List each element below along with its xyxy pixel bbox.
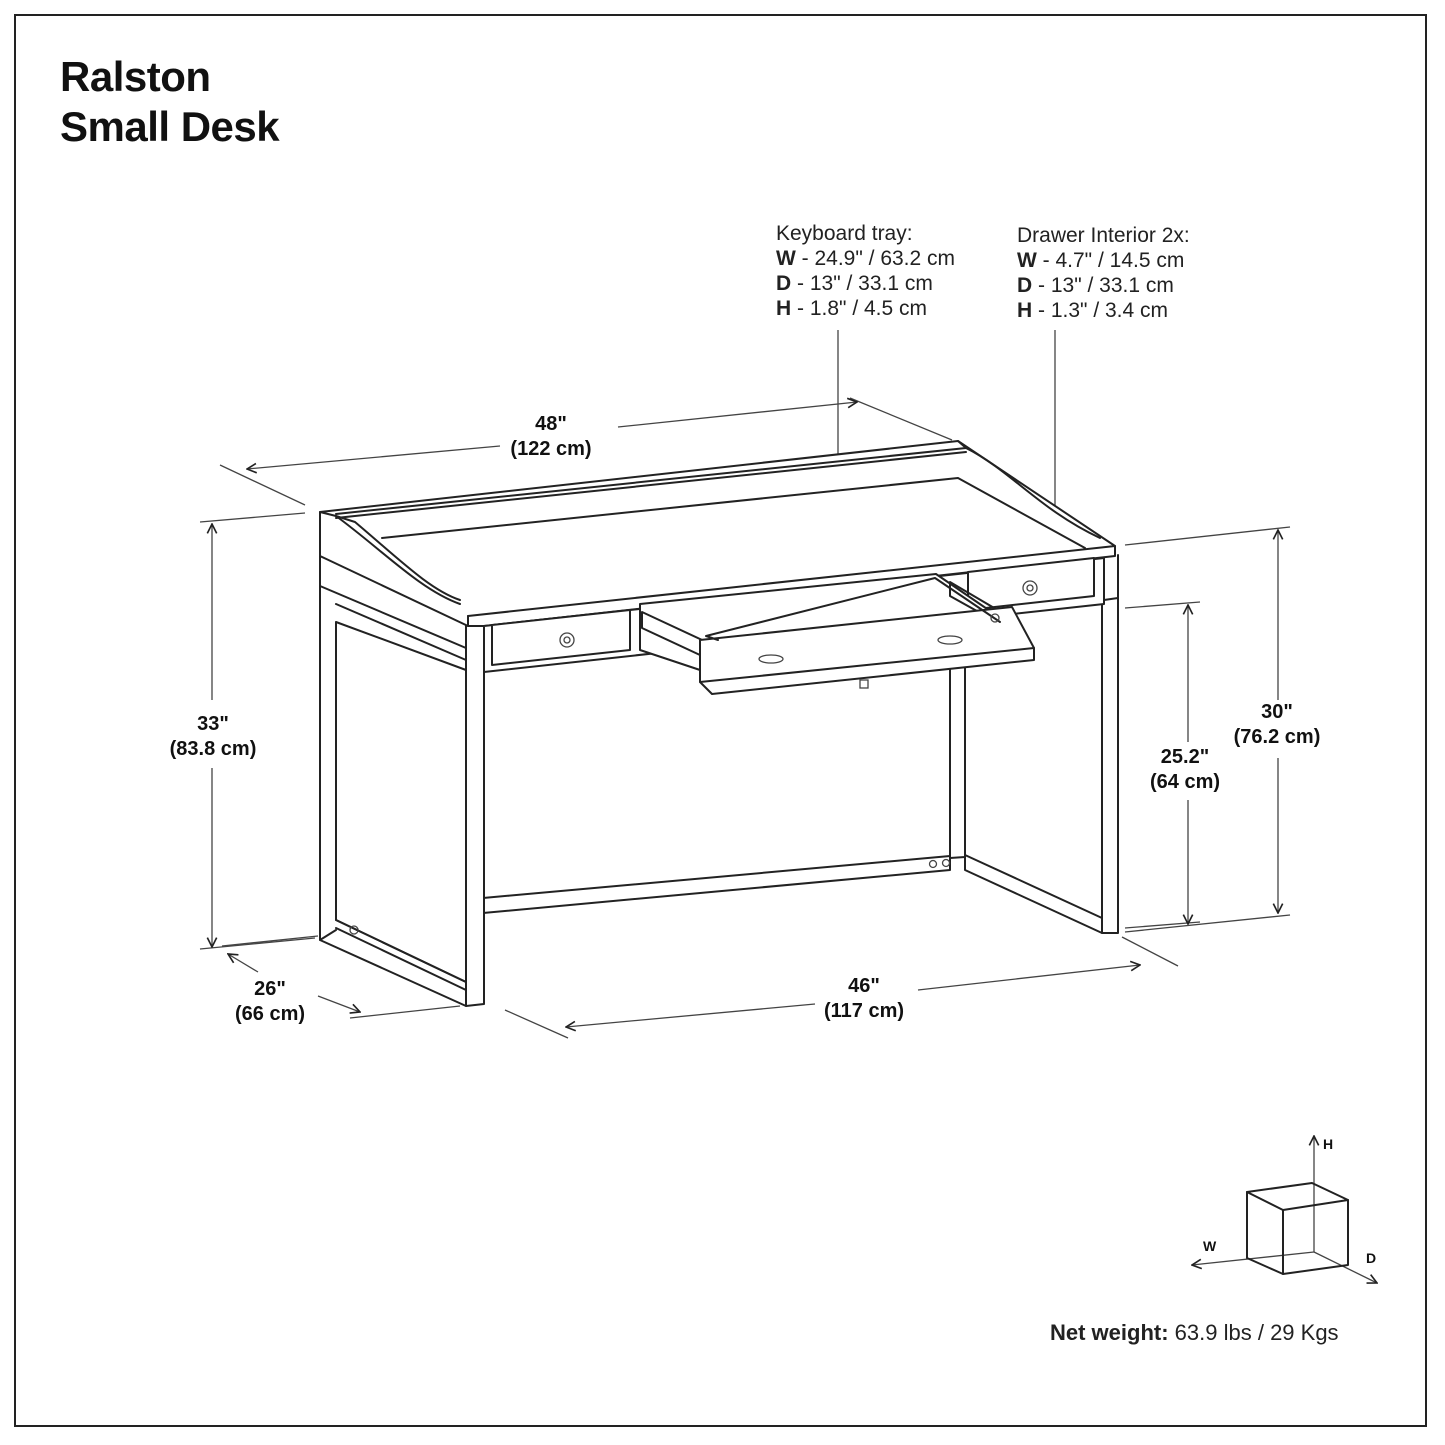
dimension-metric: (122 cm) [510, 438, 592, 460]
product-title: Ralston Small Desk [60, 52, 280, 152]
dimension-imperial: 25.2" [1160, 746, 1210, 768]
dimension-metric: (76.2 cm) [1233, 726, 1321, 748]
spec-key: W [776, 247, 796, 270]
dimension-lines [199, 330, 1291, 1039]
dimension-metric: (64 cm) [1149, 771, 1221, 793]
dimension-imperial: 30" [1261, 701, 1293, 723]
drawer-interior-depth: D - 13" / 33.1 cm [1017, 273, 1190, 298]
spec-value: - 1.3" / 3.4 cm [1032, 299, 1169, 322]
dimension-imperial: 33" [197, 713, 229, 735]
keyboard-tray-width: W - 24.9" / 63.2 cm [776, 246, 955, 271]
spec-value: - 1.8" / 4.5 cm [791, 297, 928, 320]
desk-body [319, 440, 1119, 1007]
spec-key: D [776, 272, 792, 295]
spec-value: - 24.9" / 63.2 cm [795, 247, 956, 270]
spec-key: D [1017, 274, 1033, 297]
spec-key: H [1017, 299, 1033, 322]
axis-label-height: H [1323, 1136, 1334, 1152]
dimension-imperial: 48" [535, 413, 567, 435]
drawer-interior-height: H - 1.3" / 3.4 cm [1017, 298, 1190, 323]
spec-value: - 13" / 33.1 cm [791, 272, 933, 295]
keyboard-tray-height: H - 1.8" / 4.5 cm [776, 296, 955, 321]
spec-key: H [776, 297, 792, 320]
dimension-depth-label: 26" (66 cm) [235, 977, 305, 1027]
dimension-clearance-label: 25.2" (64 cm) [1150, 745, 1220, 795]
dimension-imperial: 26" [254, 978, 286, 1000]
keyboard-tray-spec: Keyboard tray: W - 24.9" / 63.2 cm D - 1… [776, 221, 955, 321]
dimension-metric: (117 cm) [823, 1000, 905, 1022]
drawer-interior-spec: Drawer Interior 2x: W - 4.7" / 14.5 cm D… [1017, 223, 1190, 323]
keyboard-tray-depth: D - 13" / 33.1 cm [776, 271, 955, 296]
spec-value: - 4.7" / 14.5 cm [1036, 249, 1185, 272]
dimension-metric: (83.8 cm) [169, 738, 257, 760]
dimension-width-label: 48" (122 cm) [510, 412, 591, 462]
axis-key-cube [1192, 1136, 1377, 1283]
dimension-imperial: 46" [848, 975, 880, 997]
drawer-interior-heading: Drawer Interior 2x: [1017, 224, 1190, 247]
net-weight: Net weight: 63.9 lbs / 29 Kgs [1050, 1320, 1339, 1345]
net-weight-value: 63.9 lbs / 29 Kgs [1168, 1320, 1339, 1345]
dimension-metric: (66 cm) [234, 1003, 306, 1025]
spec-value: - 13" / 33.1 cm [1032, 274, 1174, 297]
title-line-1: Ralston [60, 53, 211, 100]
dimension-desk-height-label: 30" (76.2 cm) [1234, 700, 1321, 750]
dimension-leg-width-label: 46" (117 cm) [824, 974, 904, 1024]
drawer-interior-width: W - 4.7" / 14.5 cm [1017, 248, 1190, 273]
axis-label-width: W [1203, 1238, 1217, 1254]
net-weight-label: Net weight: [1050, 1320, 1169, 1345]
dimension-total-height-label: 33" (83.8 cm) [170, 712, 257, 762]
border-frame [14, 14, 1427, 1427]
axis-label-depth: D [1366, 1250, 1377, 1266]
title-line-2: Small Desk [60, 103, 280, 150]
spec-key: W [1017, 249, 1037, 272]
keyboard-tray-heading: Keyboard tray: [776, 222, 913, 245]
